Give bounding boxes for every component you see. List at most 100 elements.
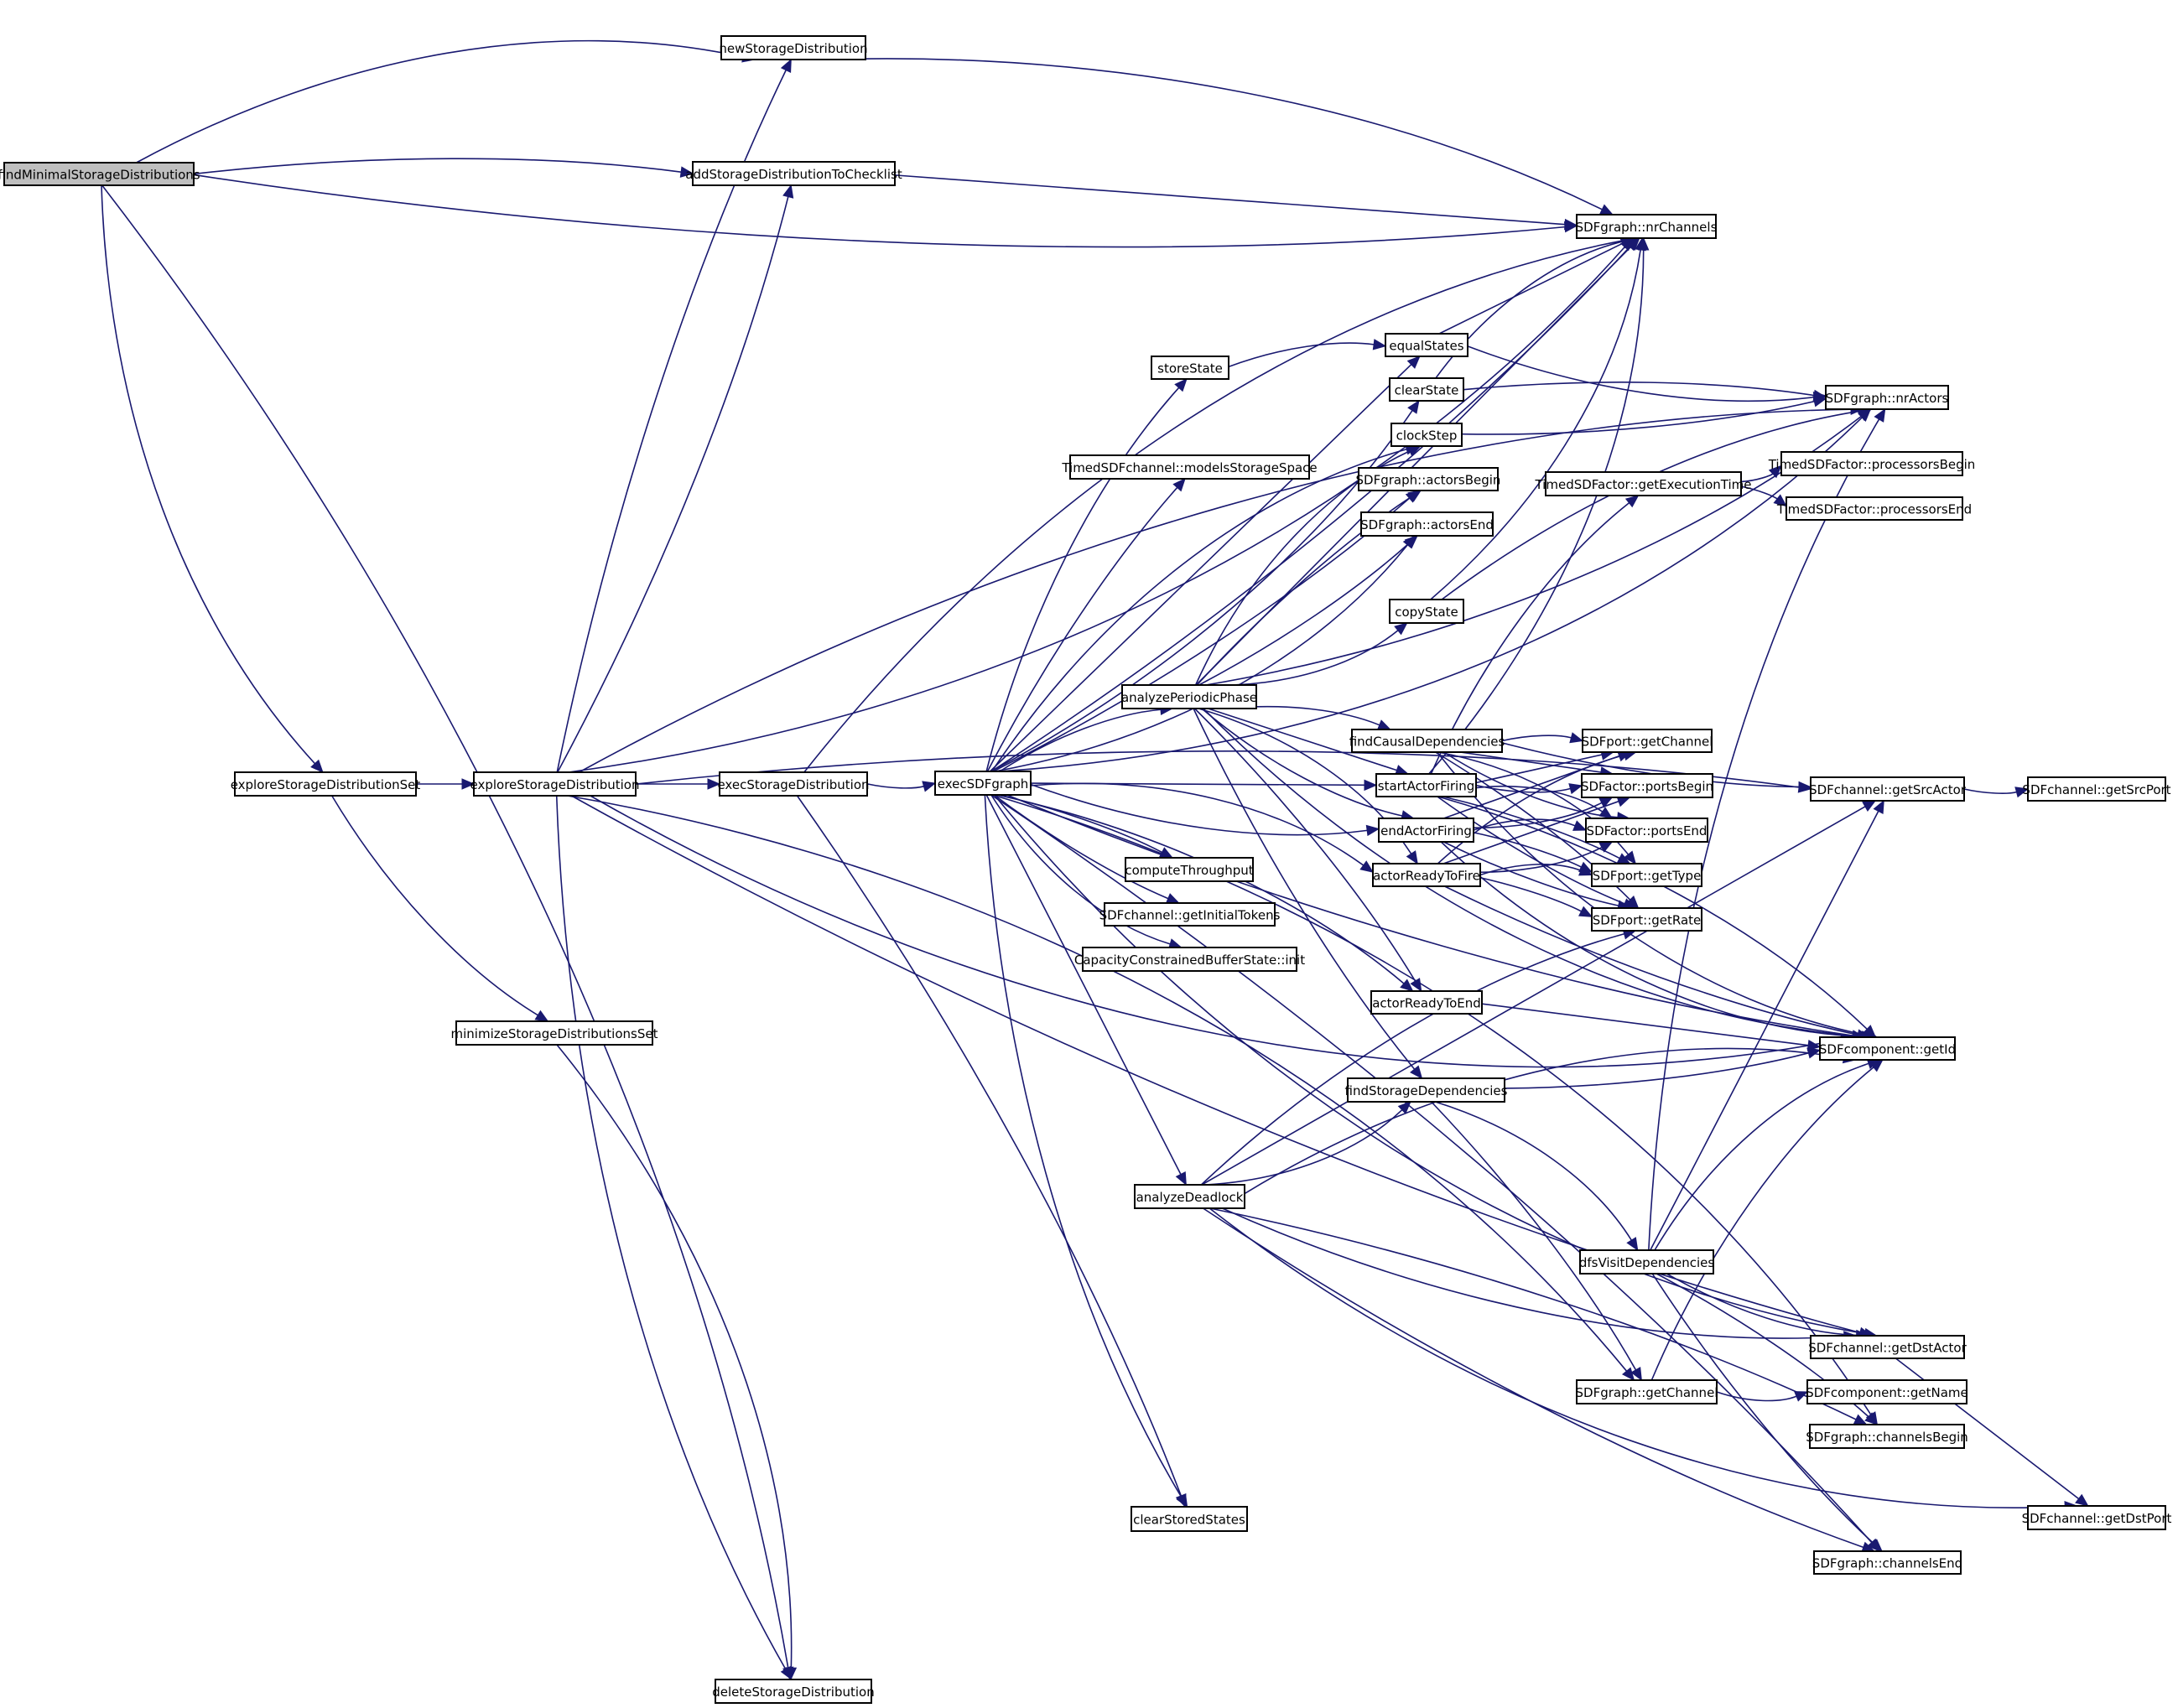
node-channels-begin[interactable]: SDFgraph::channelsBegin <box>1806 1424 1968 1449</box>
node-box <box>1351 729 1503 753</box>
node-nr-actors[interactable]: SDFgraph::nrActors <box>1825 385 1949 410</box>
node-models-storage-space[interactable]: TimedSDFchannel::modelsStorageSpace <box>1061 454 1318 480</box>
node-actors-begin[interactable]: SDFgraph::actorsBegin <box>1356 467 1501 491</box>
node-box <box>1786 496 1963 521</box>
edge-line <box>1501 735 1572 742</box>
arrowhead-icon <box>1569 732 1584 744</box>
node-find-storage-dependencies[interactable]: findStorageDependencies <box>1345 1077 1508 1103</box>
node-label: SDFchannel::getDstPort <box>2022 1511 2172 1526</box>
edge-line <box>635 750 1800 788</box>
node-delete-storage-distribution[interactable]: deleteStorageDistribution <box>712 1679 875 1704</box>
node-actor-ready-to-end[interactable]: actorReadyToEnd <box>1370 990 1483 1015</box>
node-ports-end[interactable]: SDFactor::portsEnd <box>1585 818 1708 843</box>
edge-line <box>1201 708 1403 817</box>
edge-graph-get-channel-to-get-name <box>1716 1391 1809 1402</box>
node-compute-throughput[interactable]: computeThroughput <box>1125 857 1254 882</box>
node-clear-state[interactable]: clearState <box>1389 377 1464 402</box>
edge-exec-sdfgraph-to-store-state <box>985 378 1188 772</box>
arrowhead-icon <box>1410 978 1422 993</box>
node-add-storage-distribution-to-checklist[interactable]: addStorageDistributionToChecklist <box>685 161 902 186</box>
arrowhead-icon <box>1172 478 1186 492</box>
node-clear-stored-states[interactable]: clearStoredStates <box>1131 1506 1248 1532</box>
edge-line <box>1438 242 1624 335</box>
node-exec-storage-distribution[interactable]: execStorageDistribution <box>717 771 870 797</box>
edge-line <box>1437 754 1625 864</box>
edge-line <box>1209 1207 2066 1509</box>
node-graph-get-channel[interactable]: SDFgraph::getChannel <box>1576 1379 1718 1404</box>
node-box <box>1810 776 1965 802</box>
node-box <box>1069 454 1310 480</box>
node-box <box>1825 385 1949 410</box>
node-cbs-init[interactable]: CapacityConstrainedBufferState::init <box>1074 947 1305 972</box>
node-get-initial-tokens[interactable]: SDFchannel::getInitialTokens <box>1099 902 1281 927</box>
arrowhead-icon <box>1407 490 1422 502</box>
node-find-causal-dependencies[interactable]: findCausalDependencies <box>1349 729 1505 753</box>
node-explore-storage-distribution[interactable]: exploreStorageDistribution <box>470 771 640 797</box>
node-label: TimedSDFactor::processorsEnd <box>1776 502 1972 517</box>
node-get-name[interactable]: SDFcomponent::getName <box>1806 1379 1968 1404</box>
node-copy-state[interactable]: copyState <box>1389 599 1464 624</box>
arrowhead-icon <box>782 184 794 199</box>
edge-explore-storage-distribution-to-graph-get-channel <box>567 795 1635 1381</box>
node-label: SDFchannel::getSrcPort <box>2022 782 2170 797</box>
edge-line <box>1473 802 1603 828</box>
node-label: SDFactor::portsEnd <box>1587 823 1708 838</box>
node-get-execution-time[interactable]: TimedSDFactor::getExecutionTime <box>1534 471 1752 496</box>
node-actor-ready-to-fire[interactable]: actorReadyToFire <box>1372 863 1481 887</box>
node-box <box>1576 1379 1718 1404</box>
edge-line <box>1440 841 1862 1038</box>
node-box <box>1125 857 1254 882</box>
edge-exec-sdfgraph-to-analyze-deadlock <box>985 794 1187 1186</box>
node-get-dst-port[interactable]: SDFchannel::getDstPort <box>2022 1505 2172 1530</box>
node-end-actor-firing[interactable]: endActorFiring <box>1378 818 1474 843</box>
edge-start-actor-firing-to-ports-end <box>1475 785 1614 819</box>
edge-line <box>1650 811 1879 1251</box>
edge-line <box>1666 1273 1857 1337</box>
edge-end-actor-firing-to-ports-end <box>1473 818 1588 831</box>
edge-analyze-deadlock-to-find-storage-dependencies <box>1205 1101 1411 1186</box>
edge-line <box>1209 1207 1857 1420</box>
node-get-src-actor[interactable]: SDFchannel::getSrcActor <box>1809 776 1967 802</box>
node-get-rate[interactable]: SDFport::getRate <box>1591 907 1702 932</box>
node-label: SDFport::getRate <box>1593 913 1702 928</box>
node-analyze-deadlock[interactable]: analyzeDeadlock <box>1134 1184 1245 1209</box>
edge-find-causal-dependencies-to-port-get-channel <box>1501 732 1584 744</box>
node-get-type[interactable]: SDFport::getType <box>1591 863 1702 887</box>
edge-line <box>568 246 1625 773</box>
node-box <box>1545 471 1742 496</box>
arrowhead-icon <box>1623 850 1637 864</box>
node-store-state[interactable]: storeState <box>1151 356 1229 380</box>
node-start-actor-firing[interactable]: startActorFiring <box>1375 773 1477 797</box>
node-actors-end[interactable]: SDFgraph::actorsEnd <box>1360 511 1494 537</box>
node-label: clockStep <box>1396 428 1458 444</box>
arrowhead-icon <box>1359 860 1375 873</box>
node-get-id[interactable]: SDFcomponent::getId <box>1819 1036 1956 1061</box>
node-new-storage-distribution[interactable]: newStorageDistribution <box>719 35 868 60</box>
arrowhead-icon <box>1404 535 1418 548</box>
node-get-src-port[interactable]: SDFchannel::getSrcPort <box>2022 776 2171 802</box>
edge-line <box>866 783 924 789</box>
arrowhead-icon <box>1578 864 1593 876</box>
node-get-dst-actor[interactable]: SDFchannel::getDstActor <box>1808 1335 1967 1359</box>
arrowhead-icon <box>1176 1493 1188 1508</box>
edge-line <box>1463 382 1815 397</box>
node-clock-step[interactable]: clockStep <box>1390 423 1463 447</box>
edge-line <box>1475 785 1604 812</box>
node-dfs-visit-dependencies[interactable]: dfsVisitDependencies <box>1579 1249 1715 1275</box>
node-analyze-periodic-phase[interactable]: analyzePeriodicPhase <box>1121 684 1257 709</box>
node-exec-sdfgraph[interactable]: execSDFgraph <box>934 771 1032 796</box>
node-ports-begin[interactable]: SDFactor::portsBegin <box>1581 773 1713 798</box>
node-processors-end[interactable]: TimedSDFactor::processorsEnd <box>1776 496 1972 521</box>
node-processors-begin[interactable]: TimedSDFactor::processorsBegin <box>1768 451 1976 476</box>
node-equal-states[interactable]: equalStates <box>1385 333 1468 357</box>
node-box <box>1389 599 1464 624</box>
node-channels-end[interactable]: SDFgraph::channelsEnd <box>1812 1550 1962 1575</box>
node-port-get-channel[interactable]: SDFport::getChannel <box>1582 729 1713 753</box>
edge-exec-sdfgraph-to-actor-ready-to-fire <box>1030 782 1375 873</box>
edge-line <box>1461 400 1815 435</box>
node-minimize-storage-distributions-set[interactable]: minimizeStorageDistributionsSet <box>451 1020 658 1046</box>
node-label: exploreStorageDistribution <box>470 777 640 792</box>
node-find-minimal-storage-distributions[interactable]: findMinimalStorageDistributions <box>0 162 200 186</box>
node-nr-channels[interactable]: SDFgraph::nrChannels <box>1576 214 1718 239</box>
node-explore-storage-distribution-set[interactable]: exploreStorageDistributionSet <box>231 771 421 797</box>
